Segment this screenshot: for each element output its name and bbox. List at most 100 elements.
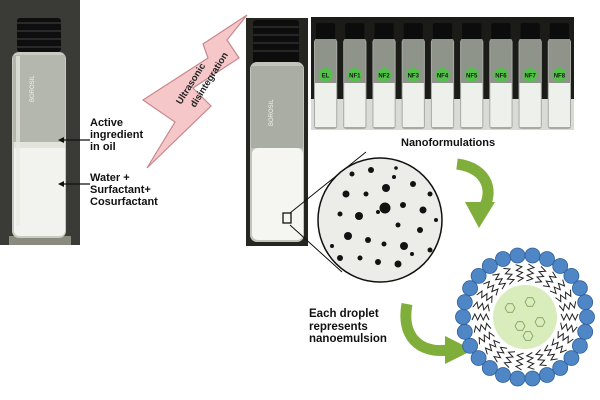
micrograph-zoom <box>282 151 443 283</box>
processed-vial-photo: BOROSIL <box>246 18 308 246</box>
surfactant-head <box>563 350 580 366</box>
vial-tag <box>523 68 538 82</box>
active-ingredient-line: in oil <box>90 141 116 153</box>
surfactant-head <box>509 370 526 387</box>
droplet-dot <box>344 232 352 240</box>
nanoemulsion-micelle <box>455 247 595 387</box>
molecule-ring <box>534 317 546 327</box>
nanoformulation-vial: NF5 <box>460 23 484 129</box>
droplet-dot <box>375 259 381 265</box>
droplet-dot <box>381 241 387 247</box>
water-mix-line: Surfactant+ <box>90 184 151 196</box>
surfactant-head <box>552 360 569 376</box>
vial-tag <box>318 68 333 82</box>
surfactant-tail <box>542 271 557 288</box>
droplet-dot <box>379 202 391 214</box>
surfactant-tail <box>551 338 567 354</box>
green-arrow-top <box>455 158 495 228</box>
droplet-dot <box>357 255 363 261</box>
initial-vial-photo: BOROSIL <box>0 0 80 245</box>
surfactant-tail <box>503 268 516 285</box>
vial-tag <box>406 68 421 82</box>
droplet-dot <box>368 167 374 173</box>
surfactant-tail <box>478 331 495 345</box>
vial-tag-label: NF2 <box>378 74 390 80</box>
droplet-dot <box>410 181 416 187</box>
surfactant-tail <box>560 312 579 322</box>
surfactant-tail <box>503 351 516 368</box>
droplet-dot <box>434 218 438 222</box>
surfactant-head <box>563 268 580 284</box>
surfactant-tail <box>472 300 490 312</box>
surfactant-head <box>571 337 588 354</box>
droplet-dot <box>365 237 371 243</box>
droplet-dot <box>382 184 390 192</box>
vial-tag <box>552 68 567 82</box>
droplet-dot <box>427 191 433 197</box>
surfactant-tail <box>493 346 508 363</box>
vial-tag-label: NF8 <box>554 74 566 80</box>
nanoformulation-vial: NF6 <box>489 23 513 129</box>
droplet-line: Each droplet <box>309 308 379 320</box>
surfactant-head <box>524 370 541 387</box>
label-arrows <box>58 137 90 187</box>
oil-core <box>493 285 557 349</box>
ultrasonic-bolt: Ultrasonic disintegration <box>141 14 248 169</box>
droplet-line: nanoemulsion <box>309 333 387 345</box>
droplet-label: Each droplet represents nanoemulsion <box>309 308 387 346</box>
active-ingredient-label: Active ingredient in oil <box>90 117 143 153</box>
water-mix-line: Cosurfactant <box>90 196 158 208</box>
nanoformulation-vial: NF4 <box>430 23 455 129</box>
nanoformulation-vial: NF7 <box>518 23 542 129</box>
droplet-dot <box>427 247 433 253</box>
droplet-dot <box>394 260 402 268</box>
droplet-dot <box>395 222 401 228</box>
surfactant-tail <box>555 289 572 303</box>
surfactant-tail <box>483 280 499 296</box>
nanoformulations-label: Nanoformulations <box>401 137 496 149</box>
droplet-dot <box>419 206 427 214</box>
vial-tag <box>493 68 508 82</box>
arrow-head <box>58 137 64 143</box>
droplet-dot <box>392 175 396 179</box>
droplet-dot <box>337 255 343 261</box>
surfactant-tail <box>557 331 574 345</box>
surfactant-head <box>579 309 595 325</box>
surfactant-head <box>539 251 555 267</box>
svg-text:BOROSIL: BOROSIL <box>30 75 36 102</box>
svg-text:BOROSIL: BOROSIL <box>269 99 275 126</box>
surfactant-head <box>455 309 471 325</box>
surfactant-head <box>495 251 511 267</box>
surfactant-tail <box>514 352 525 371</box>
vial-tag <box>347 68 362 82</box>
droplet-dot <box>376 210 380 214</box>
surfactant-tail <box>560 322 578 334</box>
nanoformulation-vial: NF2 <box>372 23 396 129</box>
surfactant-head <box>552 258 569 274</box>
vial-tag-label: EL <box>322 74 330 80</box>
micrograph-circle <box>317 157 443 283</box>
surfactant-head <box>456 294 473 311</box>
droplet-dot <box>400 242 408 250</box>
molecule-ring <box>522 331 534 341</box>
surfactant-head <box>577 294 594 311</box>
vial-tag-label: NF3 <box>408 74 420 80</box>
surfactant-tail <box>473 322 492 333</box>
active-ingredient-line: ingredient <box>90 129 144 141</box>
droplet-dot <box>330 244 334 248</box>
droplet-line: represents <box>309 320 368 333</box>
droplet-dot <box>394 166 398 170</box>
surfactant-tail <box>471 312 490 322</box>
droplet-dot <box>349 171 355 177</box>
water-surfactant-label: Water + Surfactant+ Cosurfactant <box>90 172 158 208</box>
surfactant-tail <box>525 351 535 370</box>
droplet-dot <box>410 252 414 256</box>
nanoformulation-vial: NF8 <box>547 23 571 129</box>
surfactant-tail <box>543 344 558 361</box>
surfactant-head <box>495 367 511 383</box>
surfactant-head <box>462 280 479 297</box>
nanoformulation-vial: NF3 <box>401 23 425 129</box>
surfactant-head <box>462 337 479 354</box>
surfactant-tail <box>534 349 547 366</box>
surfactant-head <box>539 367 555 383</box>
